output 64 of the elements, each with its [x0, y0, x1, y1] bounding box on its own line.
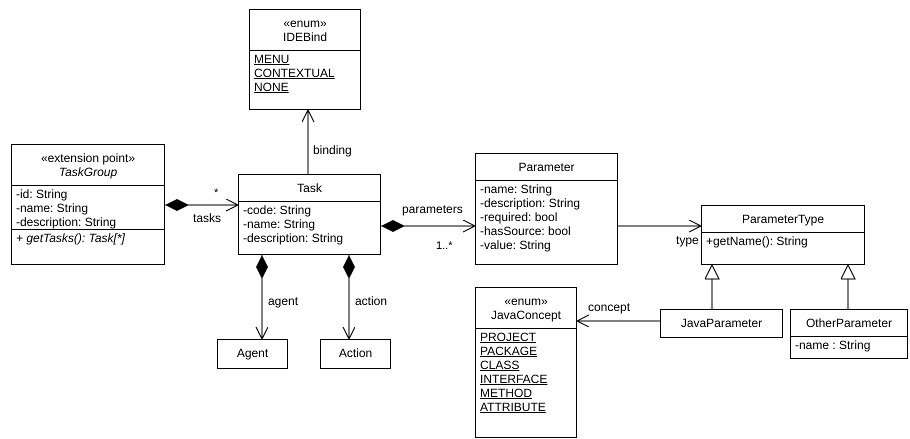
class-box [238, 174, 381, 255]
class-name: ParameterType [742, 212, 824, 226]
class-name: Agent [236, 346, 268, 360]
class-member: -name : String [795, 338, 872, 352]
class-member: + getTasks(): Task[*] [16, 231, 126, 245]
class-name: Task [297, 181, 322, 195]
enum-literal: PACKAGE [480, 344, 538, 358]
edge-label: type [676, 233, 699, 247]
class-name: IDEBind [282, 30, 328, 44]
association-arrow [302, 110, 314, 174]
class-box [320, 339, 391, 369]
enum-literal: PROJECT [480, 330, 538, 344]
enum-literal: MENU [254, 52, 290, 66]
enum-literal: CLASS [480, 358, 520, 372]
generalization-arrow [704, 264, 720, 310]
stereotype: «enum» [504, 294, 548, 308]
edge-label: parameters [402, 202, 463, 216]
class-member: -id: String [16, 187, 68, 201]
class-box [790, 309, 908, 359]
enum-literal: METHOD [480, 386, 533, 400]
class-member: -name: String [480, 182, 554, 196]
composition-arrow [380, 220, 476, 232]
association-arrow [618, 220, 702, 232]
edge-label: concept [588, 300, 630, 314]
class-name: JavaConcept [490, 308, 562, 322]
stereotype: «enum» [283, 16, 327, 30]
composition-arrow [256, 254, 268, 340]
class-member: -code: String [243, 203, 312, 217]
class-name: TaskGroup [58, 165, 118, 179]
class-member: -description: String [243, 231, 344, 245]
class-member: -required: bool [480, 210, 558, 224]
class-box [475, 153, 618, 265]
class-name: OtherParameter [806, 316, 892, 330]
class-member: -name: String [16, 201, 90, 215]
enum-literal: CONTEXTUAL [254, 66, 336, 80]
edge-label: binding [313, 143, 352, 157]
enum-literal: NONE [254, 80, 290, 94]
multiplicity-label: * [214, 186, 218, 200]
composition-arrow [164, 198, 238, 212]
enum-literal: ATTRIBUTE [480, 400, 547, 414]
class-member: -hasSource: bool [480, 224, 572, 238]
class-member: -value: String [480, 238, 552, 252]
enum-literal: INTERFACE [480, 372, 548, 386]
edge-label: agent [268, 294, 298, 308]
generalization-arrow [840, 264, 856, 310]
class-member: -name: String [243, 217, 316, 231]
class-box [701, 205, 865, 265]
class-member: +getName(): String [706, 234, 809, 248]
enum-class-box [249, 9, 361, 110]
class-name: Parameter [518, 160, 575, 174]
multiplicity-label: 1..* [436, 239, 453, 253]
association-arrow [576, 314, 660, 328]
class-member: -description: String [16, 215, 118, 229]
edge-label: action [355, 294, 388, 308]
class-name: Action [338, 346, 372, 360]
class-member: -description: String [480, 196, 582, 210]
class-box [217, 339, 288, 369]
class-name: JavaParameter [680, 316, 762, 330]
class-box [660, 309, 783, 338]
enum-class-box [475, 287, 577, 438]
stereotype: «extension point» [40, 151, 136, 165]
composition-arrow [342, 254, 356, 340]
edge-label: tasks [193, 211, 222, 225]
class-box [11, 144, 165, 265]
